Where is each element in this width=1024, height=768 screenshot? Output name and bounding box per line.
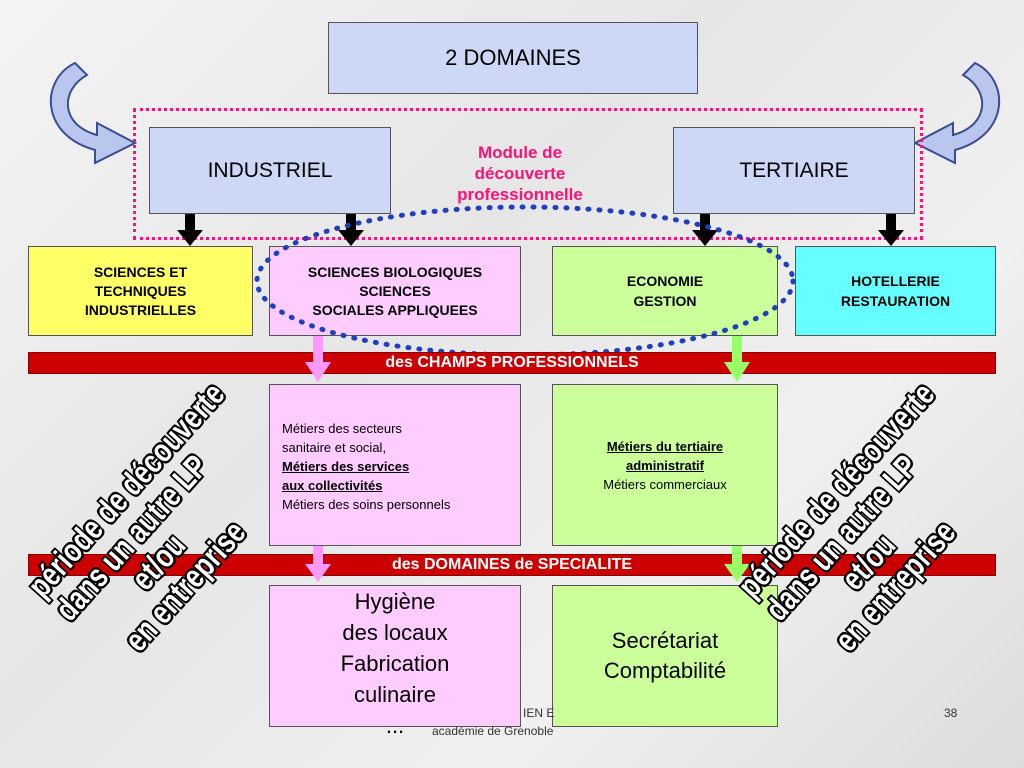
domain-tertiaire-label: TERTIAIRE xyxy=(739,158,849,182)
footer-academy: académie de Grenoble xyxy=(432,724,554,738)
curved-arrow-left-icon xyxy=(49,61,138,165)
domain-tertiaire-box: TERTIAIRE xyxy=(673,127,915,214)
module-label: Module de découverte professionnelle xyxy=(457,143,583,204)
footer-author: IEN E xyxy=(523,706,555,720)
arrow-down-icon xyxy=(692,214,718,246)
metiers-right-box: Métiers du tertiaire administratif Métie… xyxy=(552,384,778,546)
module-dotted-ellipse xyxy=(254,204,796,358)
specialite-left-box: Hygiène des locaux Fabrication culinaire… xyxy=(269,585,521,738)
field-hotel-box: HOTELLERIE RESTAURATION xyxy=(795,246,996,336)
title-text: 2 DOMAINES xyxy=(445,45,581,70)
arrow-down-pink-icon xyxy=(305,546,331,582)
arrow-down-icon xyxy=(177,214,203,246)
domain-industriel-box: INDUSTRIEL xyxy=(149,127,391,214)
module-dotted-frame xyxy=(133,108,923,240)
title-box: 2 DOMAINES xyxy=(328,22,698,94)
arrow-down-icon xyxy=(338,214,364,246)
arrow-down-green-icon xyxy=(724,336,750,382)
metiers-left-box: Métiers des secteurs sanitaire et social… xyxy=(269,384,521,546)
field-sti-box: SCIENCES ET TECHNIQUES INDUSTRIELLES xyxy=(28,246,253,336)
domain-industriel-label: INDUSTRIEL xyxy=(207,158,333,182)
page-number: 38 xyxy=(944,706,958,720)
field-eco-box: ECONOMIE GESTION xyxy=(552,246,778,336)
periode-text-left: période de découverte dans un autre LP e… xyxy=(20,375,253,659)
arrow-down-green-icon xyxy=(724,546,750,582)
arrow-down-pink-icon xyxy=(305,336,331,382)
band-champs-professionnels: des CHAMPS PROFESSIONNELS xyxy=(28,352,996,374)
band-domaines-specialite: des DOMAINES de SPECIALITE xyxy=(28,554,996,576)
specialite-right-box: Secrétariat Comptabilité xyxy=(552,585,778,727)
arrow-down-icon xyxy=(878,214,904,246)
field-sbssa-box: SCIENCES BIOLOGIQUES SCIENCES SOCIALES A… xyxy=(269,246,521,336)
curved-arrow-right-icon xyxy=(912,61,1001,165)
